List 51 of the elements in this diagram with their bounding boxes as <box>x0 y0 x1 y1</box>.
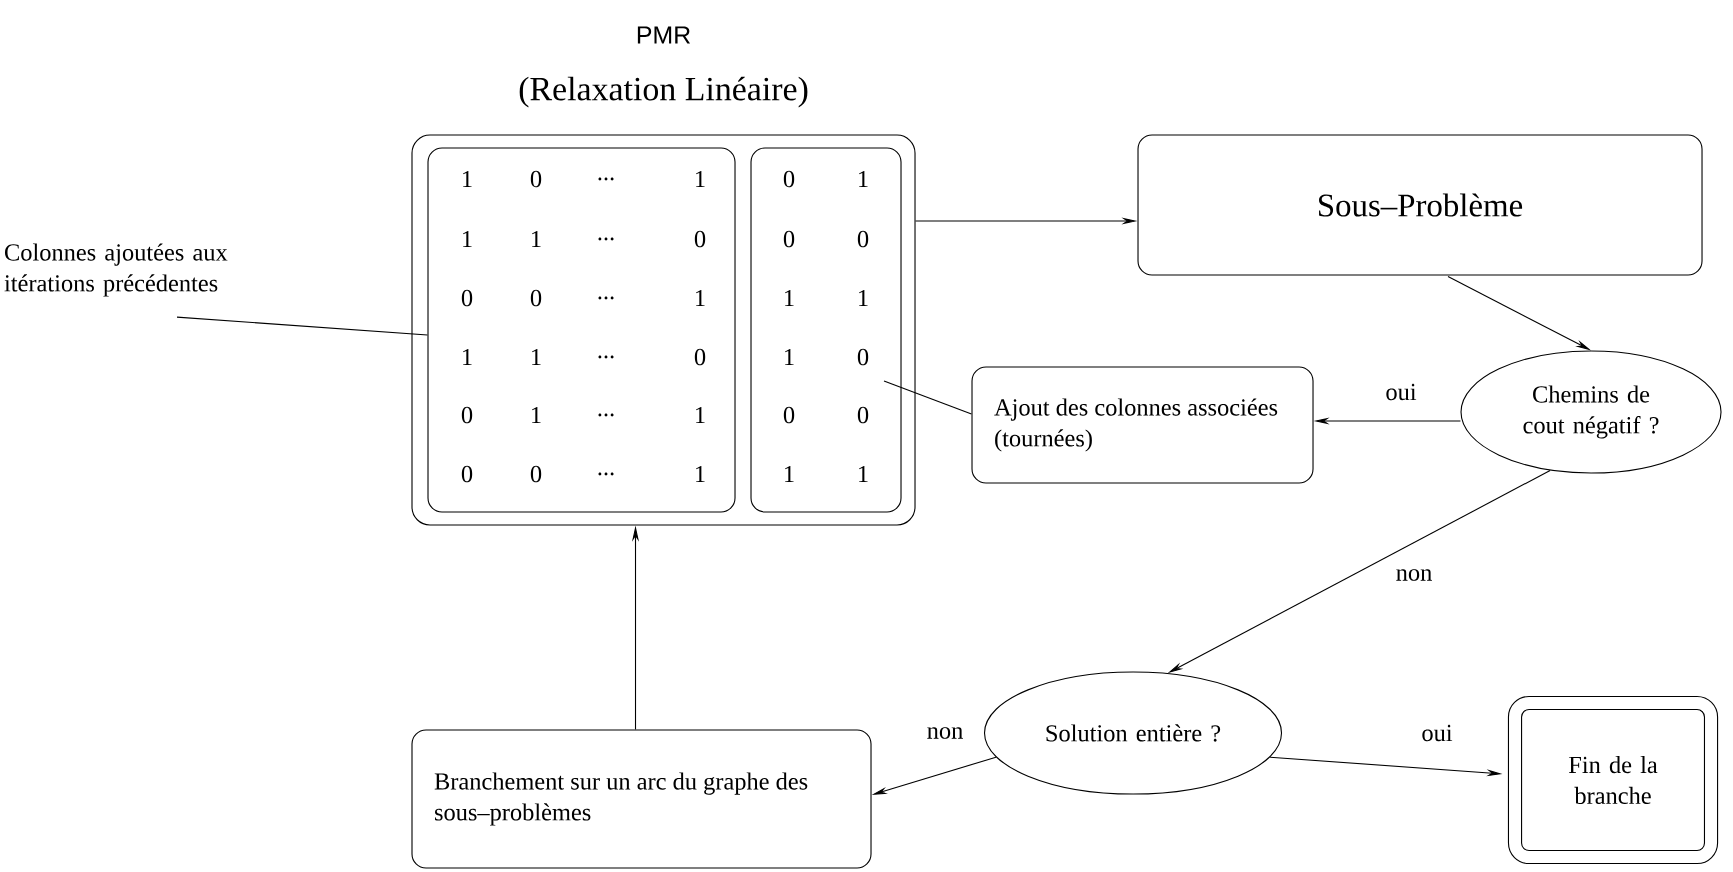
matrix-entry: 1 <box>463 348 472 366</box>
matrix-entry: 0 <box>857 406 869 424</box>
leader-line <box>883 380 972 415</box>
matrix-entry: 1 <box>696 170 705 188</box>
matrix-entry: 1 <box>785 348 794 366</box>
edge-label: oui <box>1419 722 1455 744</box>
terminal-box: Fin de la branche <box>1507 695 1719 865</box>
matrix-entry: 1 <box>696 406 705 424</box>
matrix-entry: 0 <box>783 406 795 424</box>
matrix-entry: 0 <box>461 465 473 483</box>
matrix-entry: 0 <box>461 289 473 307</box>
node-label: PMR <box>637 26 691 44</box>
leader-line <box>176 316 428 336</box>
matrix-entry: 0 <box>530 289 542 307</box>
matrix-entry: 1 <box>859 170 868 188</box>
matrix-entry: 1 <box>463 230 472 248</box>
annotation-text: Colonnes ajoutées aux itérations précédentes <box>4 243 228 297</box>
matrix-entry: ... <box>598 472 614 476</box>
matrix-entry: 0 <box>530 465 542 483</box>
matrix-entry: 1 <box>463 170 472 188</box>
matrix-entry: 0 <box>783 230 795 248</box>
matrix-entry: ... <box>598 355 614 359</box>
matrix-entry: 1 <box>532 348 541 366</box>
matrix-entry: 0 <box>694 230 706 248</box>
matrix-entry: 1 <box>532 406 541 424</box>
process-box: Ajout des colonnes associées (tournées) <box>971 366 1314 484</box>
matrix-entry: 0 <box>461 406 473 424</box>
matrix-entry: ... <box>598 296 614 300</box>
matrix-entry: 0 <box>530 170 542 188</box>
matrix-entry: 1 <box>785 465 794 483</box>
matrix-entry: 1 <box>859 289 868 307</box>
matrix-entry: 1 <box>696 465 705 483</box>
matrix-entry: ... <box>598 177 614 181</box>
edge-label: oui <box>1383 381 1419 403</box>
matrix-entry: 0 <box>783 170 795 188</box>
matrix-entry: 0 <box>857 348 869 366</box>
matrix-box <box>427 147 736 513</box>
matrix-entry: 0 <box>694 348 706 366</box>
matrix-entry: 1 <box>785 289 794 307</box>
matrix-box <box>750 147 902 513</box>
matrix-entry: 1 <box>859 465 868 483</box>
matrix-entry: ... <box>598 413 614 417</box>
process-box: Sous–Problème <box>1137 134 1703 276</box>
matrix-entry: 1 <box>532 230 541 248</box>
matrix-entry: 0 <box>857 230 869 248</box>
edge-label: non <box>924 725 966 741</box>
matrix-entry: 1 <box>696 289 705 307</box>
edge-label: non <box>1393 567 1435 583</box>
process-box: Branchement sur un arc du graphe des sous–problèmes <box>411 729 872 869</box>
node-label: (Relaxation Linéaire) <box>519 76 808 108</box>
matrix-entry: ... <box>598 237 614 241</box>
